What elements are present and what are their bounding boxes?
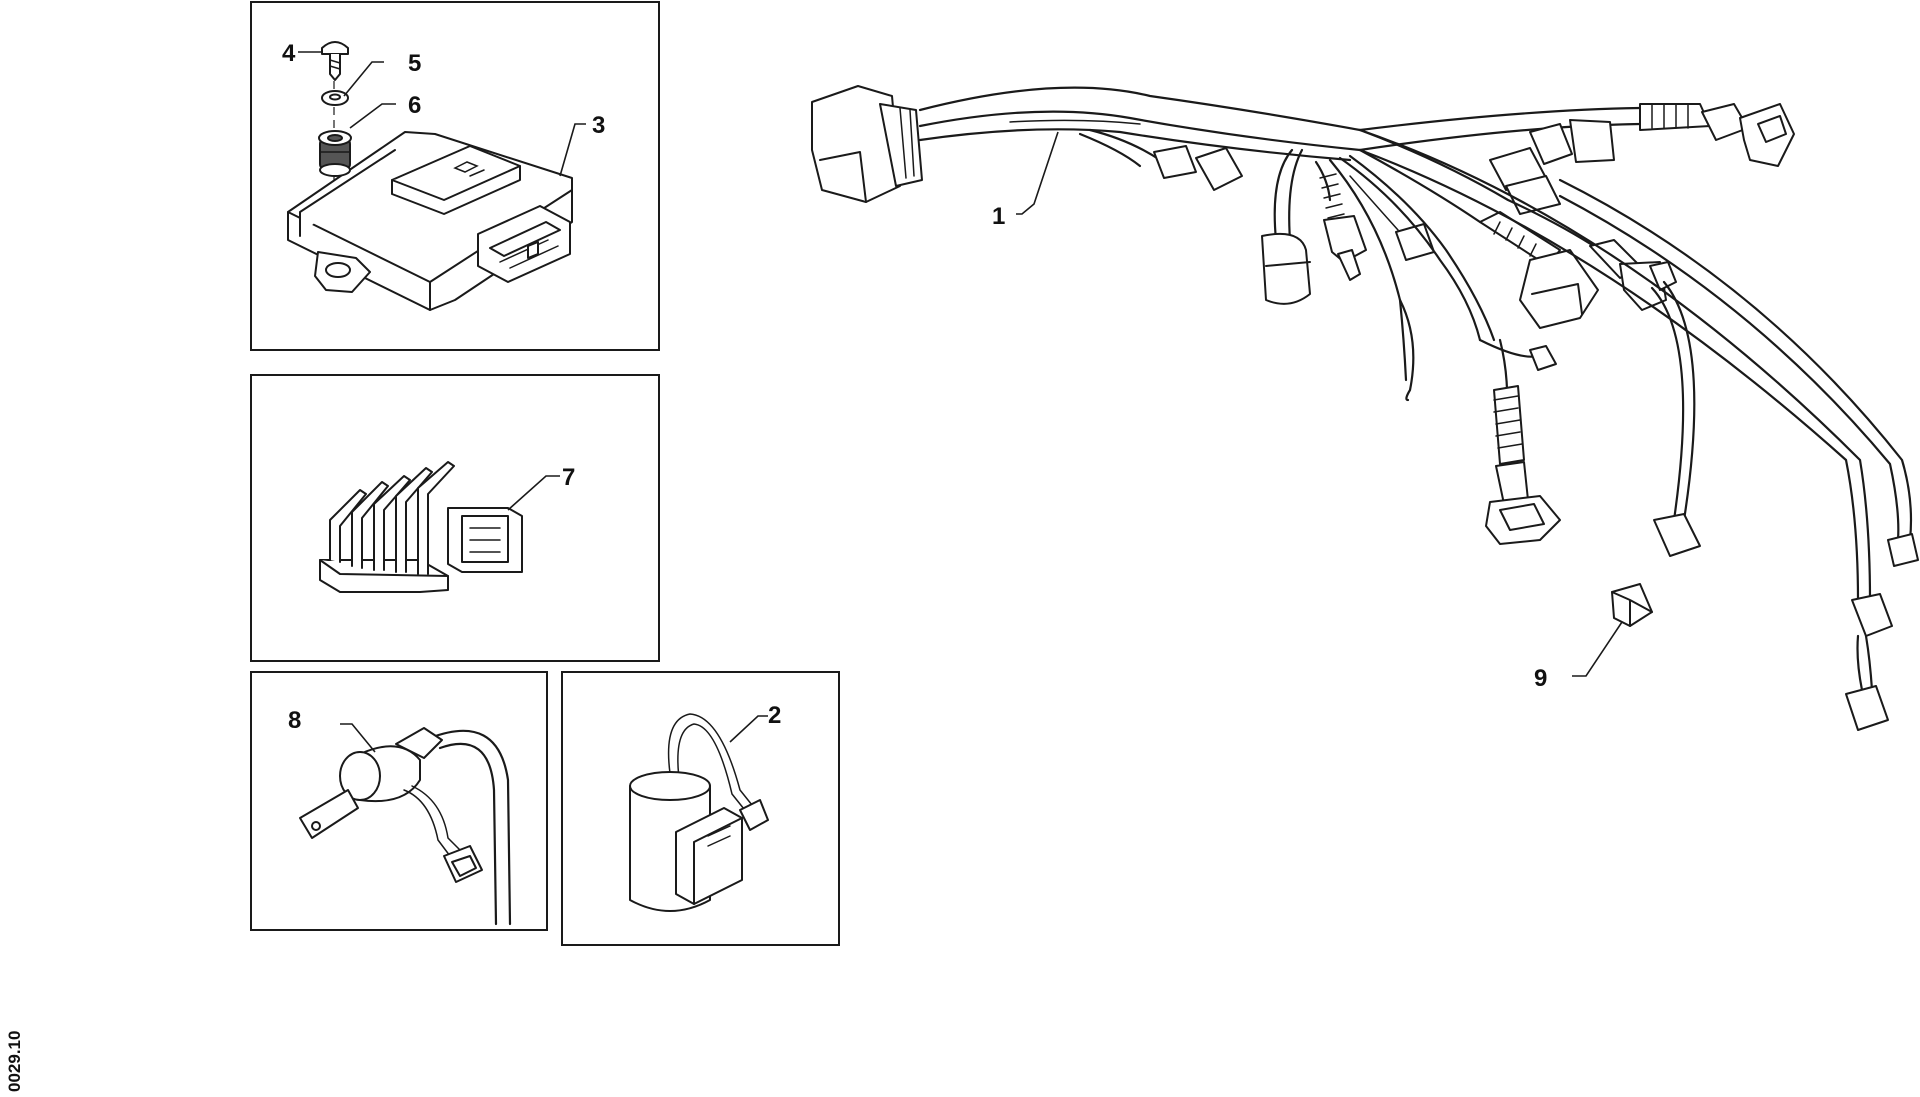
- callout-9: 9: [1534, 665, 1547, 692]
- callout-5: 5: [408, 50, 421, 77]
- leader-2: [729, 715, 768, 743]
- callout-8: 8: [288, 707, 301, 734]
- sensor-panel: 2: [561, 671, 840, 946]
- grommet-part-6: [318, 130, 352, 177]
- callout-1: 1: [992, 203, 1005, 230]
- washer-part-5: [321, 90, 349, 106]
- callout-6: 6: [408, 92, 421, 119]
- callout-3: 3: [592, 112, 605, 139]
- temperature-sensor-part-2: [629, 713, 769, 912]
- leader-3: [559, 123, 586, 177]
- callout-4: 4: [282, 40, 296, 67]
- regulator-panel-frame: [250, 374, 660, 662]
- regulator-part-7: [319, 461, 523, 593]
- coil-panel: 8: [250, 671, 548, 931]
- sensor-panel-frame: [561, 671, 840, 946]
- leader-8: [340, 723, 376, 753]
- leader-9: [1572, 621, 1623, 677]
- regulator-panel: 7: [250, 374, 660, 662]
- ecu-panel-frame: [250, 1, 660, 351]
- leader-1: [1016, 131, 1059, 215]
- leader-6: [349, 103, 396, 129]
- cap-part-9: [1611, 583, 1653, 627]
- ignition-coil-part-8: [299, 727, 512, 926]
- ecu-panel: 4 5 6 3: [250, 1, 660, 351]
- callout-2: 2: [768, 702, 781, 729]
- coil-panel-frame: [250, 671, 548, 931]
- reference-code: 0029.10: [5, 1031, 24, 1092]
- leader-5: [343, 61, 384, 97]
- callout-7: 7: [562, 464, 575, 491]
- leader-7: [507, 475, 560, 511]
- screw-part-4: [321, 41, 349, 81]
- ecu-unit: [287, 131, 573, 311]
- wiring-harness-part-1: [811, 85, 1919, 731]
